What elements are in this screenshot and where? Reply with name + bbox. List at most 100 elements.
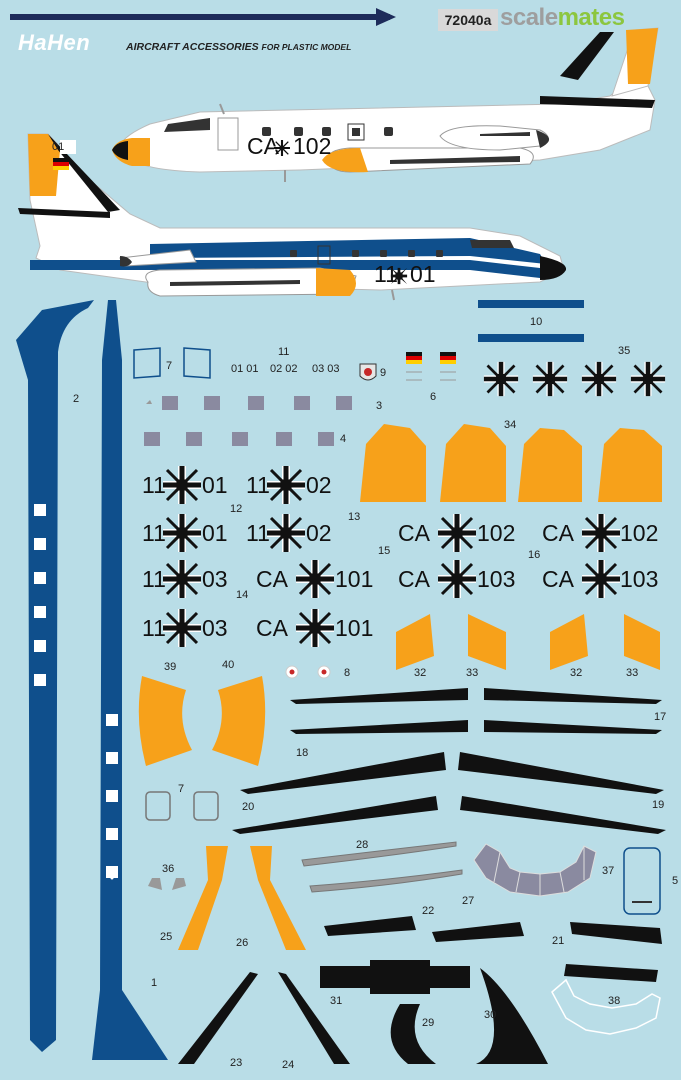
top-registration-suffix: 102 [293,133,331,159]
aircraft-side-view: 01 11 01 [18,133,567,301]
decal-27-28-stripes [301,841,463,893]
small-code-11: 11 [278,346,289,358]
label-17: 17 [654,711,666,723]
reg-1101-a-suffix: 01 [202,472,228,498]
reg-1103-b-prefix: 11 [142,615,166,641]
brand-logo: HaHen [18,30,91,55]
label-8: 8 [344,667,350,679]
label-13: 13 [348,511,360,523]
reg-ca102-b-suffix: 102 [620,520,658,546]
label-39: 39 [164,661,176,673]
reg-1101-a-prefix: 11 [142,472,166,498]
label-37: 37 [602,865,614,877]
tagline-small: FOR PLASTIC MODEL [261,42,352,52]
label-4: 4 [340,433,346,445]
tail-number: 01 [52,141,64,153]
side-registration-suffix: 01 [410,261,436,287]
reg-1103-a-suffix: 03 [202,566,228,592]
label-38: 38 [608,995,620,1007]
label-16: 16 [528,549,540,561]
label-6: 6 [430,391,436,403]
reg-ca101-b-prefix: CA [256,615,289,641]
label-20: 20 [242,801,254,813]
reg-1102-a-prefix: 11 [246,472,270,498]
watermark-part2: mates [557,4,625,31]
decal-39-40-orange [138,676,266,766]
reg-ca101-a-prefix: CA [256,566,289,592]
registration-grid: 11 01 11 02 11 01 11 02 CA 102 CA 102 11… [142,464,658,649]
small-codes: 11 01 01 02 02 03 03 [231,346,340,375]
tagline-main: AIRCRAFT ACCESSORIES [126,41,259,53]
decal-3-4-windows [144,396,352,446]
label-32-b: 32 [570,667,582,679]
small-code-0202: 02 02 [270,363,298,375]
label-18: 18 [296,747,308,759]
label-31: 31 [330,995,342,1007]
label-7-top: 7 [166,360,172,372]
label-25: 25 [160,931,172,943]
windscreen-strip [473,843,597,897]
label-21: 21 [552,935,564,947]
reg-ca103-a-prefix: CA [398,566,431,592]
decal-7-frames-top [133,347,211,379]
reg-1103-b-suffix: 03 [202,615,228,641]
watermark-part1: scale [500,4,558,31]
reg-ca102-a-prefix: CA [398,520,431,546]
reg-1101-b-prefix: 11 [142,520,166,546]
decal-10-stripes [478,300,584,342]
reg-1103-a-prefix: 11 [142,566,166,592]
reg-1102-b-suffix: 02 [306,520,332,546]
label-29: 29 [422,1017,434,1029]
label-22: 22 [422,905,434,917]
decal-1-cheatline [92,300,168,1060]
label-34: 34 [504,419,516,431]
label-33-a: 33 [466,667,478,679]
decal-number-labels: 1 2 3 4 5 6 7 7 8 9 10 12 13 14 15 16 17… [73,316,678,1071]
decal-36-vents [148,878,186,890]
label-3: 3 [376,400,382,412]
small-code-0101: 01 01 [231,363,259,375]
aircraft-top-view: CA 102 [112,27,659,182]
watermark: scalemates [500,4,625,32]
small-code-0303: 03 03 [312,363,340,375]
decal-21-22-stripes [324,916,662,944]
decal-17-18-stripes [290,688,662,734]
label-32-a: 32 [414,667,426,679]
decal-23-24-wedges [178,972,350,1064]
product-code: 72040a [438,9,498,31]
label-9: 9 [380,367,386,379]
decal-29-30-curves [390,968,548,1064]
side-registration-prefix: 11 [374,261,398,287]
decal-32-33-flaps [396,614,660,670]
decal-19-20-stripes [232,752,666,834]
label-35: 35 [618,345,630,357]
label-14: 14 [236,589,248,601]
decal-2-cheatline [16,300,94,1052]
label-19: 19 [652,799,664,811]
decal-6-flags [406,352,456,381]
reg-1102-a-suffix: 02 [306,472,332,498]
decal-8-roundels [285,665,331,679]
label-40: 40 [222,659,234,671]
label-30: 30 [484,1009,496,1021]
label-23: 23 [230,1057,242,1069]
label-10: 10 [530,316,542,328]
header-stripe [10,8,396,26]
label-28: 28 [356,839,368,851]
label-2: 2 [73,393,79,405]
decal-7-frames-bottom [145,791,219,821]
header: HaHen AIRCRAFT ACCESSORIES FOR PLASTIC M… [0,0,681,62]
label-5: 5 [672,875,678,887]
decal-37-door [623,847,661,915]
reg-ca101-a-suffix: 101 [335,566,373,592]
reg-ca101-b-suffix: 101 [335,615,373,641]
reg-1102-b-prefix: 11 [246,520,270,546]
decal-9-emblem [359,363,377,381]
label-12: 12 [230,503,242,515]
label-15: 15 [378,545,390,557]
decal-25-26-orange [178,846,306,950]
label-26: 26 [236,937,248,949]
decal-31-block [320,960,470,994]
reg-ca103-a-suffix: 103 [477,566,515,592]
